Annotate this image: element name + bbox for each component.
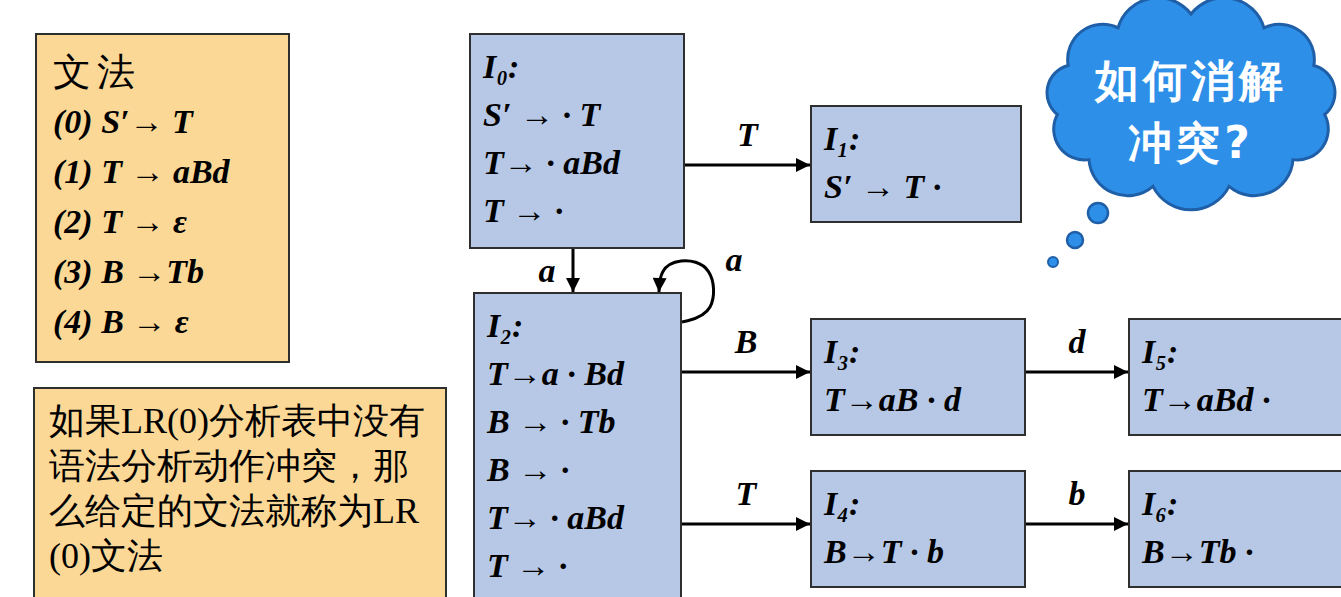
state-name: I₃:	[824, 328, 1012, 376]
production-rule: (2) T → ε	[53, 197, 272, 247]
edge-label: B	[732, 323, 761, 361]
state-box: I₁:S′ → T ·	[810, 105, 1022, 223]
lr-item: B→Tb ·	[1142, 528, 1331, 576]
state-name: I₀:	[483, 43, 671, 91]
state-name: I₄:	[824, 480, 1012, 528]
thought-bubble	[1088, 203, 1108, 223]
thought-bubble	[1067, 232, 1083, 248]
transition-arrow	[1026, 371, 1128, 374]
state-name: I₅:	[1142, 328, 1331, 376]
edge-label: T	[733, 475, 760, 513]
edge-label: T	[734, 116, 761, 154]
edge-label: d	[1066, 323, 1089, 361]
lr-item: B → · Tb	[487, 398, 668, 446]
production-rule: (4) B → ε	[53, 297, 272, 347]
grammar-box: 文法(0) S′→ T(1) T → aBd(2) T → ε(3) B →Tb…	[35, 33, 290, 363]
transition-arrow	[1026, 523, 1128, 526]
cloud-outline	[1030, 0, 1341, 216]
transition-arrow	[685, 164, 810, 167]
state-box: I₄:B→T · b	[810, 470, 1026, 588]
state-name: I₁:	[824, 115, 1008, 163]
transition-arrow	[682, 523, 810, 526]
lr-item: S′ → T ·	[824, 163, 1008, 211]
state-box: I₃:T→aB · d	[810, 318, 1026, 436]
transition-arrow	[572, 249, 575, 292]
lr-item: S′ → · T	[483, 91, 671, 139]
lr-item: B → ·	[487, 446, 668, 494]
lr-item: T → ·	[483, 187, 671, 235]
thought-cloud: 如何消解 冲突?	[1030, 0, 1341, 216]
transition-arrow	[682, 371, 810, 374]
lr-item: T→aBd ·	[1142, 376, 1331, 424]
state-box: I₂:T→a · BdB → · TbB → ·T→ · aBdT → ·	[473, 292, 682, 597]
note-box: 如果LR(0)分析表中没有语法分析动作冲突，那么给定的文法就称为LR(0)文法	[33, 387, 447, 597]
lr-item: T→aB · d	[824, 376, 1012, 424]
cloud-text: 如何消解 冲突?	[1081, 50, 1301, 174]
edge-label: b	[1066, 475, 1089, 513]
state-name: I₂:	[487, 302, 668, 350]
production-rule: (1) T → aBd	[53, 147, 272, 197]
edge-label: a	[536, 252, 559, 290]
state-box: I₀:S′ → · TT→ · aBdT → ·	[469, 33, 685, 249]
lr-item: T→a · Bd	[487, 350, 668, 398]
lr-item: T → ·	[487, 542, 668, 590]
cloud-path	[1047, 0, 1335, 210]
lr-item: B→T · b	[824, 528, 1012, 576]
state-box: I₆:B→Tb ·	[1128, 470, 1341, 588]
edge-label: a	[723, 241, 746, 279]
lr-item: T→ · aBd	[487, 494, 668, 542]
thought-bubble	[1048, 257, 1058, 267]
note-text: 如果LR(0)分析表中没有语法分析动作冲突，那么给定的文法就称为LR(0)文法	[49, 399, 431, 579]
lr-item: T→ · aBd	[483, 139, 671, 187]
grammar-heading: 文法	[53, 47, 272, 97]
production-rule: (0) S′→ T	[53, 97, 272, 147]
state-box: I₅:T→aBd ·	[1128, 318, 1341, 436]
production-rule: (3) B →Tb	[53, 247, 272, 297]
state-name: I₆:	[1142, 480, 1331, 528]
